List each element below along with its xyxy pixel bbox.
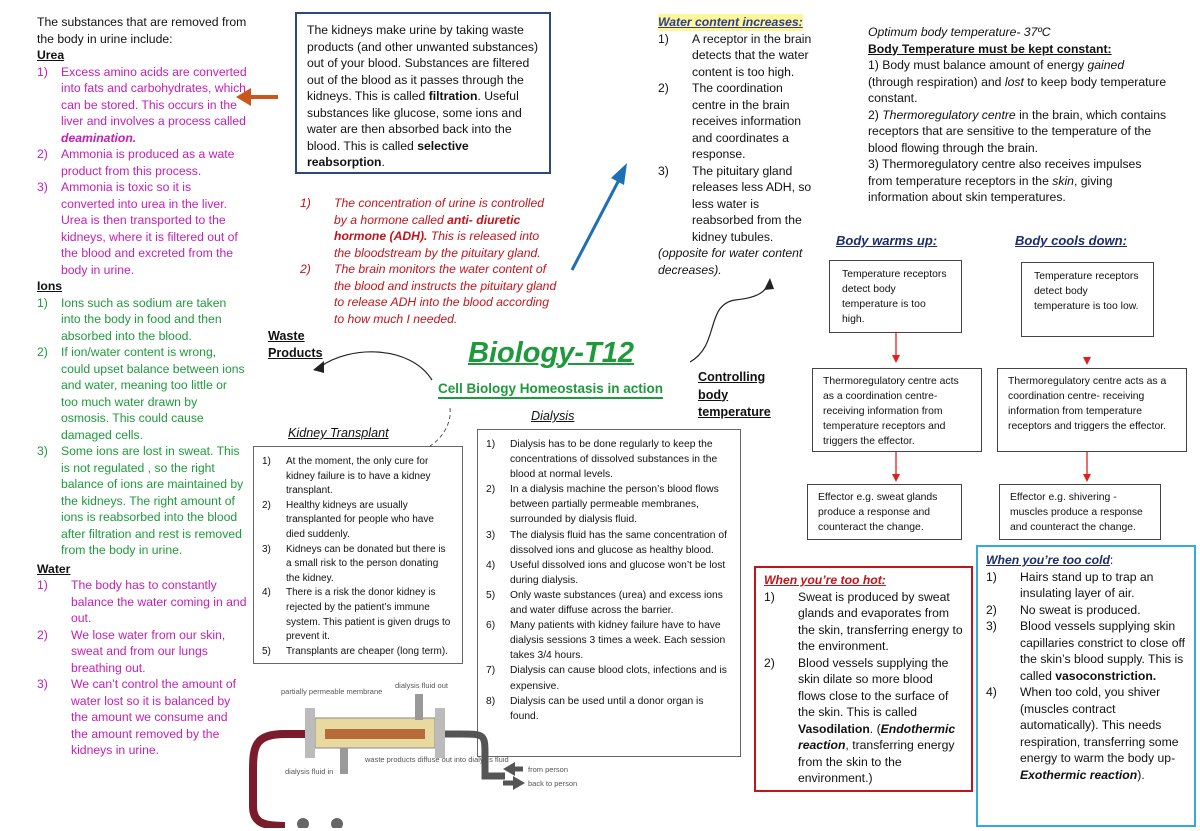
urea-list: Excess amino acids are converted into fa… — [37, 64, 247, 279]
dialysis-box: Dialysis has to be done regularly to kee… — [477, 429, 741, 757]
list-item: If ion/water content is wrong, could ups… — [37, 344, 247, 443]
water-heading: Water — [37, 561, 71, 576]
too-cold-heading-row: When you’re too cold: — [986, 553, 1114, 567]
temp-heading: Body Temperature must be kept constant: — [868, 41, 1112, 56]
warm-box-thermoregulatory: Thermoregulatory centre acts as a coordi… — [812, 368, 982, 452]
too-hot-box: When you’re too hot: Sweat is produced b… — [754, 566, 973, 792]
list-item: In a dialysis machine the person’s blood… — [486, 482, 732, 527]
list-item: Dialysis can be used until a donor organ… — [486, 694, 732, 724]
too-hot-heading: When you’re too hot: — [764, 573, 886, 587]
optimum-temp: Optimum body temperature- 37ºC — [868, 25, 1051, 39]
ions-list: Ions such as sodium are taken into the b… — [37, 295, 247, 559]
cool-box-effector: Effector e.g. shivering - muscles produc… — [999, 484, 1161, 540]
blue-arrow-icon — [570, 163, 627, 271]
warm-box-effector: Effector e.g. sweat glands produce a res… — [807, 484, 962, 540]
fluid-in-label: dialysis fluid in — [285, 767, 333, 776]
waste-diffuse-label: waste products diffuse out into dialysis… — [364, 755, 509, 764]
list-item: Ammonia is toxic so it is converted into… — [37, 179, 247, 278]
list-item: At the moment, the only cure for kidney … — [262, 455, 452, 499]
urea-heading: Urea — [37, 48, 65, 62]
list-item: Dialysis can cause blood clots, infectio… — [486, 663, 732, 693]
cool-down-heading: Body cools down: — [1015, 233, 1127, 248]
urine-column: The substances that are removed from the… — [37, 14, 247, 759]
dialysis-diagram: partially permeable membrane dialysis fl… — [249, 681, 577, 828]
water-increase-heading: Water content increases: — [658, 14, 803, 31]
membrane-label: partially permeable membrane — [281, 687, 382, 696]
too-cold-heading: When you’re too cold — [986, 553, 1110, 567]
list-item: The brain monitors the water content of … — [300, 261, 558, 327]
list-item: Blood vessels supplying skin capillaries… — [986, 618, 1186, 684]
fluid-out-label: dialysis fluid out — [395, 681, 449, 690]
controlling-arrowhead-icon — [764, 278, 774, 290]
temperature-section: Optimum body temperature- 37ºC Body Temp… — [868, 24, 1168, 206]
cool-box-thermoregulatory: Thermoregulatory centre acts as a coordi… — [997, 368, 1187, 452]
list-item: The dialysis fluid has the same concentr… — [486, 528, 732, 558]
list-item: We lose water from our skin, sweat and f… — [37, 627, 247, 677]
water-list: The body has to constantly balance the w… — [37, 577, 247, 759]
page-title: Biology-T12 — [468, 337, 634, 369]
transplant-box: At the moment, the only cure for kidney … — [253, 446, 463, 664]
list-item: Ammonia is produced as a wate product fr… — [37, 146, 247, 179]
list-item: Useful dissolved ions and glucose won’t … — [486, 558, 732, 588]
list-item: Kidneys can be donated but there is a sm… — [262, 543, 452, 587]
list-item: The concentration of urine is controlled… — [300, 195, 558, 261]
flow-arrows-icon — [503, 762, 525, 790]
controlling-connector — [689, 283, 769, 363]
back-to-person-label: back to person — [528, 779, 577, 788]
list-item: The body has to constantly balance the w… — [37, 577, 247, 627]
list-item: The coordination centre in the brain rec… — [658, 80, 818, 163]
water-note: (opposite for water content decreases). — [658, 246, 803, 277]
list-item: The pituitary gland releases less ADH, s… — [658, 163, 818, 246]
list-item: Ions such as sodium are taken into the b… — [37, 295, 247, 345]
dialysis-heading: Dialysis — [531, 409, 575, 423]
list-item: Hairs stand up to trap an insulating lay… — [986, 569, 1186, 602]
temp-point-2: 2) Thermoregulatory centre in the brain,… — [868, 107, 1167, 155]
list-item: A receptor in the brain detects that the… — [658, 31, 818, 81]
list-item: Sweat is produced by sweat glands and ev… — [764, 589, 963, 655]
urine-intro: The substances that are removed from the… — [37, 15, 247, 46]
list-item: Many patients with kidney failure have t… — [486, 618, 732, 663]
warm-up-heading: Body warms up: — [836, 233, 938, 248]
list-item: Some ions are lost in sweat. This is not… — [37, 443, 247, 559]
waste-products-label: Waste Products — [268, 329, 323, 360]
list-item: Dialysis has to be done regularly to kee… — [486, 437, 732, 482]
cool-box-receptors: Temperature receptors detect body temper… — [1021, 262, 1154, 337]
waste-arrowhead-icon — [313, 361, 324, 373]
transplant-connector — [429, 407, 451, 447]
list-item: Healthy kidneys are usually transplanted… — [262, 499, 452, 543]
list-item: Transplants are cheaper (long term). — [262, 645, 452, 660]
pump-icon — [297, 818, 343, 828]
kidney-urine-box: The kidneys make urine by taking waste p… — [295, 12, 551, 174]
list-item: We can’t control the amount of water los… — [37, 676, 247, 759]
list-item: There is a risk the donor kidney is reje… — [262, 586, 452, 644]
list-item: Blood vessels supplying the skin dilate … — [764, 655, 963, 787]
from-person-label: from person — [528, 765, 568, 774]
temp-point-3: 3) Thermoregulatory centre also receives… — [868, 157, 1142, 204]
transplant-heading: Kidney Transplant — [288, 426, 389, 440]
too-cold-box: When you’re too cold: Hairs stand up to … — [976, 545, 1196, 827]
list-item: Excess amino acids are converted into fa… — [37, 64, 247, 147]
list-item: No sweat is produced. — [986, 602, 1186, 619]
page-subtitle: Cell Biology Homeostasis in action — [438, 381, 664, 399]
list-item: When too cold, you shiver (muscles contr… — [986, 684, 1186, 783]
list-item: Only waste substances (urea) and excess … — [486, 588, 732, 618]
adh-section: The concentration of urine is controlled… — [300, 195, 558, 327]
controlling-temp-label: Controlling body temperature — [698, 370, 771, 419]
temp-point-1: 1) Body must balance amount of energy ga… — [868, 58, 1167, 105]
ions-heading: Ions — [37, 279, 63, 293]
warm-box-receptors: Temperature receptors detect body temper… — [829, 260, 962, 333]
water-increase-section: Water content increases: A receptor in t… — [658, 14, 818, 278]
